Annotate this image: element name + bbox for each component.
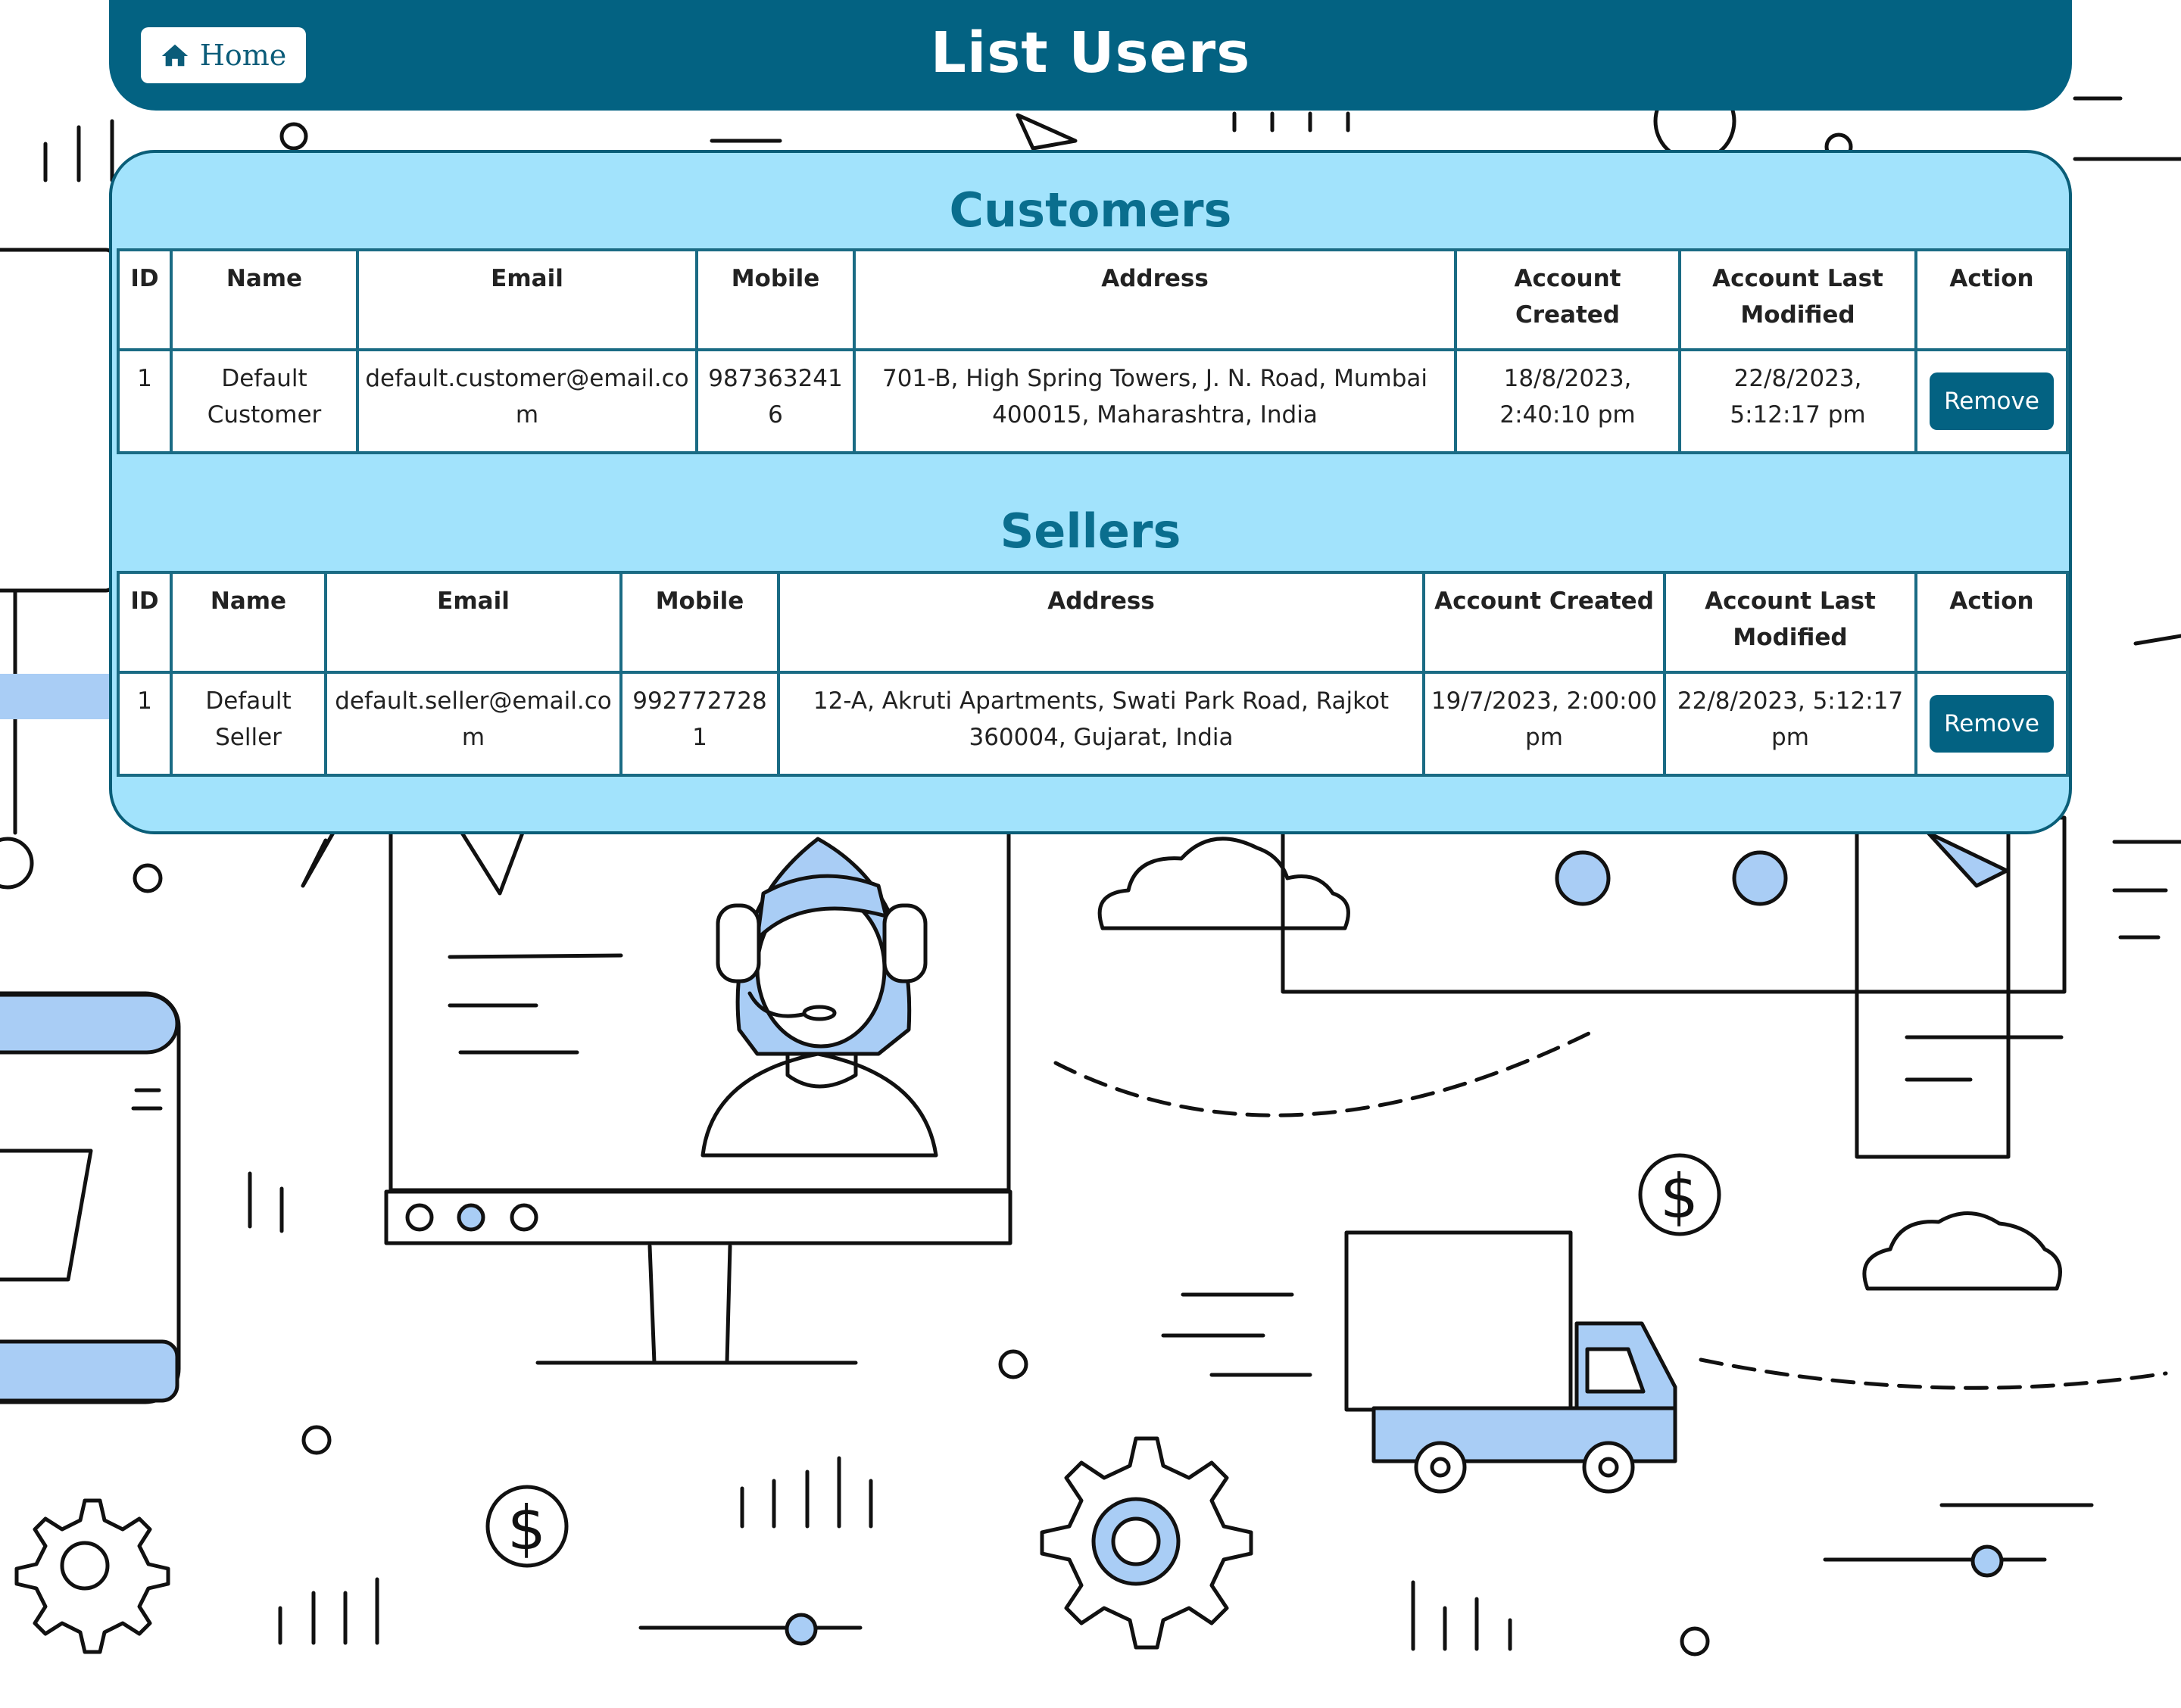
seller-address: 12-A, Akruti Apartments, Swati Park Road…: [777, 671, 1425, 777]
column-header-name: Name: [170, 248, 359, 351]
svg-text:$: $: [1660, 1161, 1699, 1232]
customer-mobile: 9873632416: [695, 348, 856, 454]
remove-seller-button[interactable]: Remove: [1930, 695, 2054, 753]
column-header-action: Action: [1914, 248, 2069, 351]
column-header-address: Address: [853, 248, 1457, 351]
sellers-header-row: ID Name Email Mobile Address Account Cre…: [117, 571, 2069, 674]
users-panel: Customers ID Name Email Mobile Address A…: [109, 150, 2072, 834]
column-header-created: Account Created: [1454, 248, 1681, 351]
column-header-name: Name: [170, 571, 327, 674]
column-header-modified: Account Last Modified: [1678, 248, 1917, 351]
home-icon: [161, 44, 188, 67]
column-header-email: Email: [356, 248, 698, 351]
column-header-mobile: Mobile: [695, 248, 856, 351]
column-header-modified: Account Last Modified: [1663, 571, 1917, 674]
column-header-mobile: Mobile: [619, 571, 780, 674]
column-header-created: Account Created: [1422, 571, 1666, 674]
seller-name: Default Seller: [170, 671, 327, 777]
seller-modified: 22/8/2023, 5:12:17 pm: [1663, 671, 1917, 777]
column-header-id: ID: [117, 248, 173, 351]
page-header: Home List Users: [109, 0, 2072, 111]
customer-id: 1: [117, 348, 173, 454]
seller-created: 19/7/2023, 2:00:00 pm: [1422, 671, 1666, 777]
customers-header-row: ID Name Email Mobile Address Account Cre…: [117, 248, 2069, 351]
seller-id: 1: [117, 671, 173, 777]
customer-address: 701-B, High Spring Towers, J. N. Road, M…: [853, 348, 1457, 454]
svg-text:$: $: [507, 1493, 546, 1563]
table-row: 1 Default Customer default.customer@emai…: [117, 348, 2069, 454]
sellers-table: ID Name Email Mobile Address Account Cre…: [117, 571, 2069, 777]
column-header-address: Address: [777, 571, 1425, 674]
seller-action-cell: Remove: [1914, 671, 2069, 777]
customer-modified: 22/8/2023, 5:12:17 pm: [1678, 348, 1917, 454]
home-button-label: Home: [199, 39, 287, 72]
page-title: List Users: [930, 20, 1251, 86]
column-header-action: Action: [1914, 571, 2069, 674]
customer-email: default.customer@email.com: [356, 348, 698, 454]
column-header-id: ID: [117, 571, 173, 674]
customers-heading: Customers: [949, 182, 1232, 238]
column-header-email: Email: [324, 571, 622, 674]
sellers-heading: Sellers: [1000, 503, 1181, 559]
remove-customer-button[interactable]: Remove: [1930, 372, 2054, 430]
seller-mobile: 9927727281: [619, 671, 780, 777]
customer-created: 18/8/2023, 2:40:10 pm: [1454, 348, 1681, 454]
seller-email: default.seller@email.com: [324, 671, 622, 777]
customer-action-cell: Remove: [1914, 348, 2069, 454]
customers-table: ID Name Email Mobile Address Account Cre…: [117, 248, 2069, 454]
table-row: 1 Default Seller default.seller@email.co…: [117, 671, 2069, 777]
customer-name: Default Customer: [170, 348, 359, 454]
home-button[interactable]: Home: [141, 27, 306, 83]
